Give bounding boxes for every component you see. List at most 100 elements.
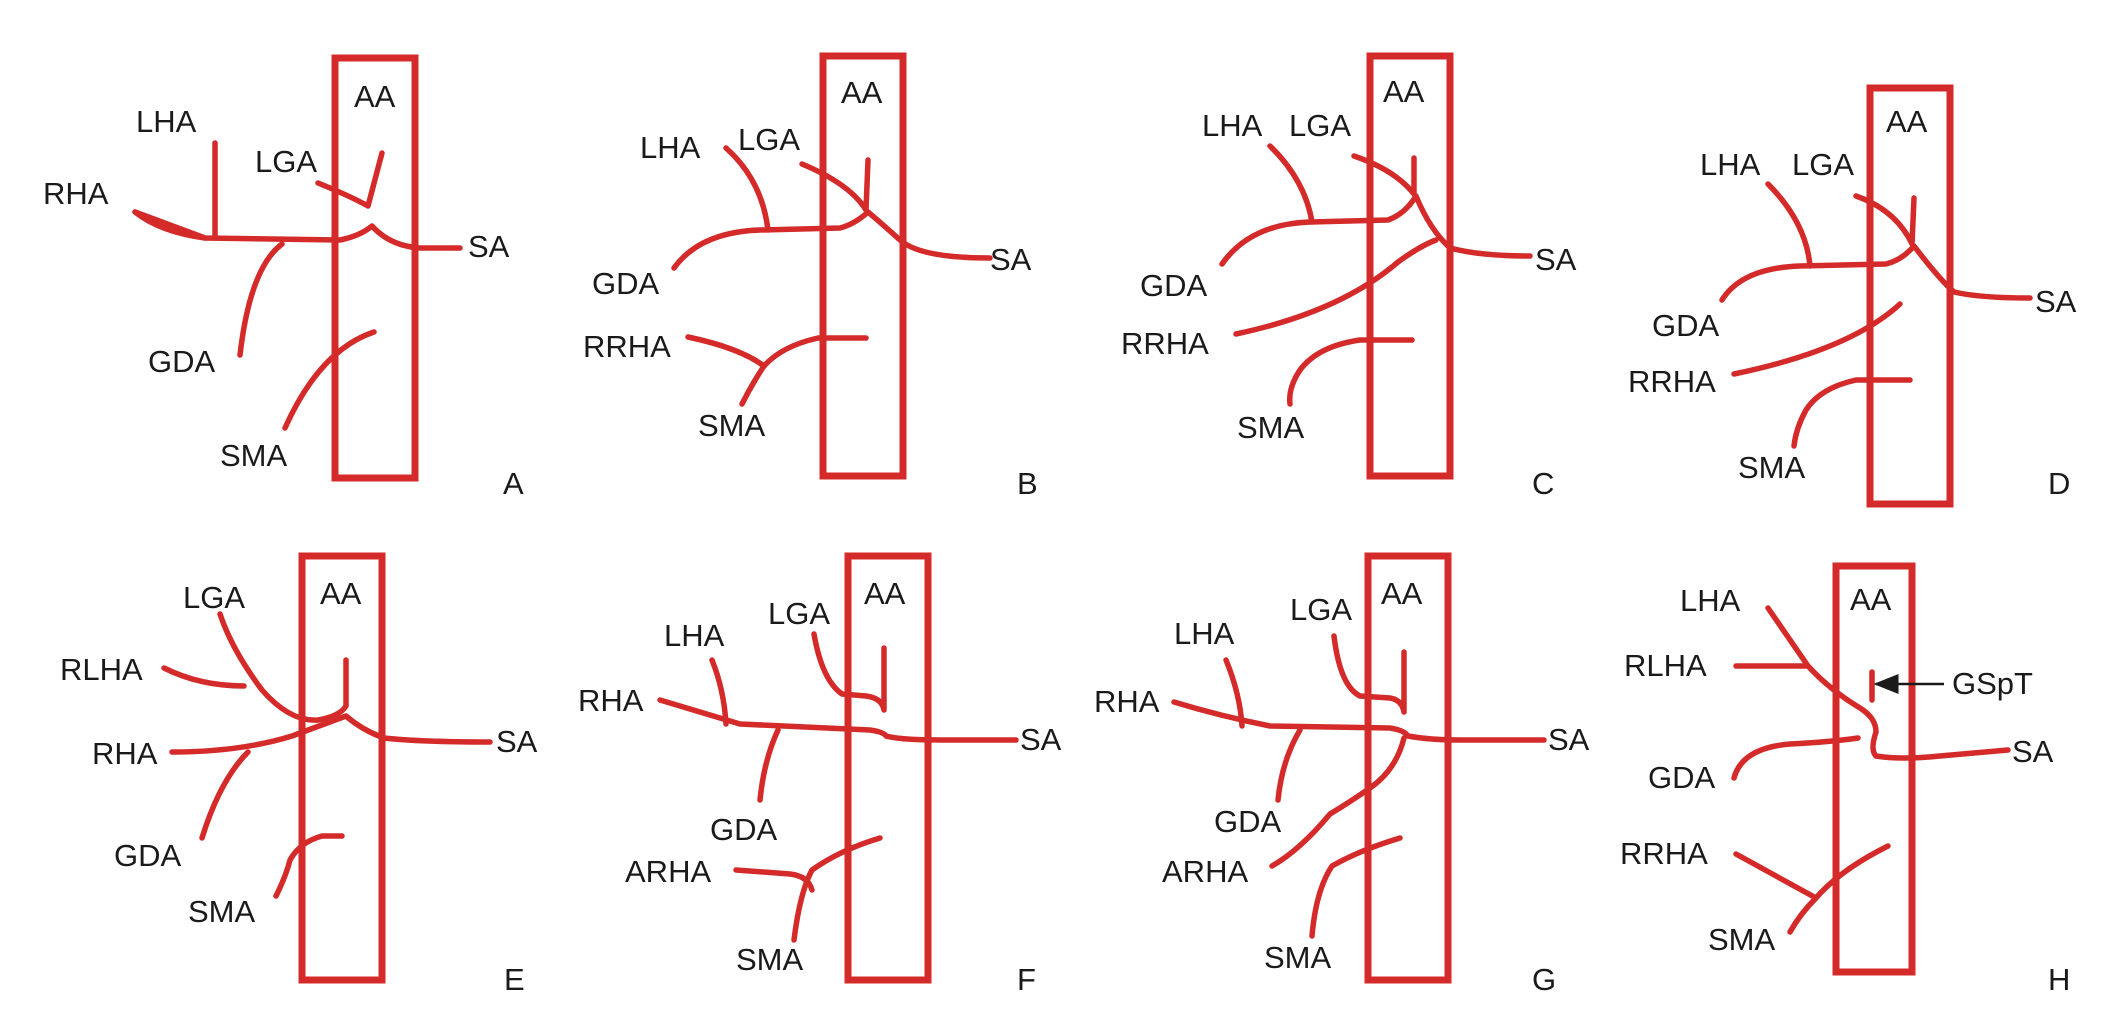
panel-letter: A xyxy=(503,466,524,501)
gda-vessel xyxy=(1275,727,1303,803)
rrha-label: RRHA xyxy=(1628,364,1716,399)
lha-label: LHA xyxy=(1700,147,1761,182)
rha-label: RHA xyxy=(43,176,109,211)
sma-vessel xyxy=(1309,835,1403,939)
lga-label: LGA xyxy=(255,144,317,179)
rha-vessel xyxy=(169,713,493,755)
rrha-label: RRHA xyxy=(583,329,671,364)
rlha-vessel xyxy=(161,665,247,689)
hepatic-trunk xyxy=(1719,243,2033,303)
panel-letter: F xyxy=(1017,962,1036,997)
sma-label: SMA xyxy=(188,894,256,929)
lga-vessel xyxy=(217,611,349,723)
lha-label: LHA xyxy=(1680,583,1741,618)
lha-vessel xyxy=(1765,181,1813,269)
aorta-box xyxy=(331,54,419,482)
sma-label: SMA xyxy=(1708,922,1776,957)
lga-label: LGA xyxy=(1792,147,1854,182)
lga-vessel xyxy=(315,150,385,209)
sma-label: SMA xyxy=(1738,450,1806,485)
gda-label: GDA xyxy=(1214,804,1282,839)
gda-vessel xyxy=(199,749,251,841)
sma-label: SMA xyxy=(736,942,804,977)
rrha-vessel xyxy=(1731,301,1903,377)
sma-label: SMA xyxy=(220,438,288,473)
aorta-box xyxy=(1866,84,1954,508)
aorta-box xyxy=(1832,562,1916,976)
lha-vessel xyxy=(1267,143,1315,225)
gda-label: GDA xyxy=(114,838,182,873)
arha-label: ARHA xyxy=(625,854,711,889)
sa-label: SA xyxy=(1535,242,1577,277)
lha-label: LHA xyxy=(1202,108,1263,143)
aorta-box xyxy=(819,52,907,480)
panel-letter: D xyxy=(2048,466,2070,501)
aa-label: AA xyxy=(1850,582,1892,617)
lha-vessel xyxy=(1223,657,1245,729)
rlha-label: RLHA xyxy=(1624,648,1707,683)
sma-vessel xyxy=(739,335,869,407)
aa-label: AA xyxy=(1383,74,1425,109)
hepatic-trunk xyxy=(657,697,1019,743)
aorta-box xyxy=(1364,552,1452,984)
rlha-label: RLHA xyxy=(60,652,143,687)
gda-label: GDA xyxy=(148,344,216,379)
hepatic-trunk xyxy=(1219,193,1533,267)
hepatic-trunk xyxy=(671,209,993,271)
sma-vessel xyxy=(1286,337,1415,407)
sma-label: SMA xyxy=(1264,940,1332,975)
arha-label: ARHA xyxy=(1162,854,1248,889)
aa-label: AA xyxy=(1381,576,1423,611)
lga-vessel xyxy=(811,631,887,713)
sma-label: SMA xyxy=(698,408,766,443)
panel-e: AA LGA RLHA RHA SA GDA SMA E xyxy=(60,552,538,997)
lga-label: LGA xyxy=(1289,108,1351,143)
sa-label: SA xyxy=(1020,722,1062,757)
panel-c: AA LHA LGA GDA SA RRHA SMA C xyxy=(1121,52,1577,501)
panel-letter: E xyxy=(504,962,525,997)
gspt-label: GSpT xyxy=(1952,666,2033,701)
lga-vessel xyxy=(1351,153,1417,197)
hepatic-trunk xyxy=(1171,699,1547,743)
common-hepatic-trunk xyxy=(132,209,463,251)
panel-b: AA LHA LGA GDA SA RRHA SMA B xyxy=(583,52,1038,501)
gda-label: GDA xyxy=(592,266,660,301)
aa-label: AA xyxy=(864,576,906,611)
lha-vessel xyxy=(709,657,729,727)
aa-label: AA xyxy=(354,79,396,114)
gda-vessel xyxy=(1731,735,1861,781)
lga-vessel xyxy=(799,157,871,213)
panel-letter: B xyxy=(1017,466,1038,501)
lga-label: LGA xyxy=(1290,592,1352,627)
sa-label: SA xyxy=(2035,284,2077,319)
gda-label: GDA xyxy=(1652,308,1720,343)
lha-vessel xyxy=(723,145,771,233)
panel-g: AA LHA LGA RHA SA GDA ARHA SMA G xyxy=(1094,552,1590,997)
gda-label: GDA xyxy=(1140,268,1208,303)
aa-label: AA xyxy=(320,576,362,611)
sma-vessel xyxy=(273,833,345,899)
aorta-box xyxy=(298,552,386,984)
rrha-label: RRHA xyxy=(1620,836,1708,871)
lga-vessel xyxy=(1853,193,1917,247)
lha-label: LHA xyxy=(136,104,197,139)
aorta-box xyxy=(1366,52,1454,480)
arha-vessel xyxy=(733,867,815,893)
panel-letter: G xyxy=(1532,962,1556,997)
rrha-label: RRHA xyxy=(1121,326,1209,361)
sa-label: SA xyxy=(990,242,1032,277)
sma-label: SMA xyxy=(1237,410,1305,445)
lga-label: LGA xyxy=(183,580,245,615)
sma-vessel xyxy=(1787,843,1891,935)
lga-label: LGA xyxy=(768,596,830,631)
gda-vessel xyxy=(237,241,285,358)
aorta-box xyxy=(844,552,932,984)
lga-label: LGA xyxy=(738,122,800,157)
panel-f: AA LHA LGA RHA SA GDA ARHA SMA F xyxy=(578,552,1062,997)
sma-vessel xyxy=(791,835,883,943)
sma-vessel xyxy=(1791,377,1913,449)
aa-label: AA xyxy=(1886,104,1928,139)
panel-letter: C xyxy=(1532,466,1554,501)
lga-vessel xyxy=(1331,633,1407,715)
